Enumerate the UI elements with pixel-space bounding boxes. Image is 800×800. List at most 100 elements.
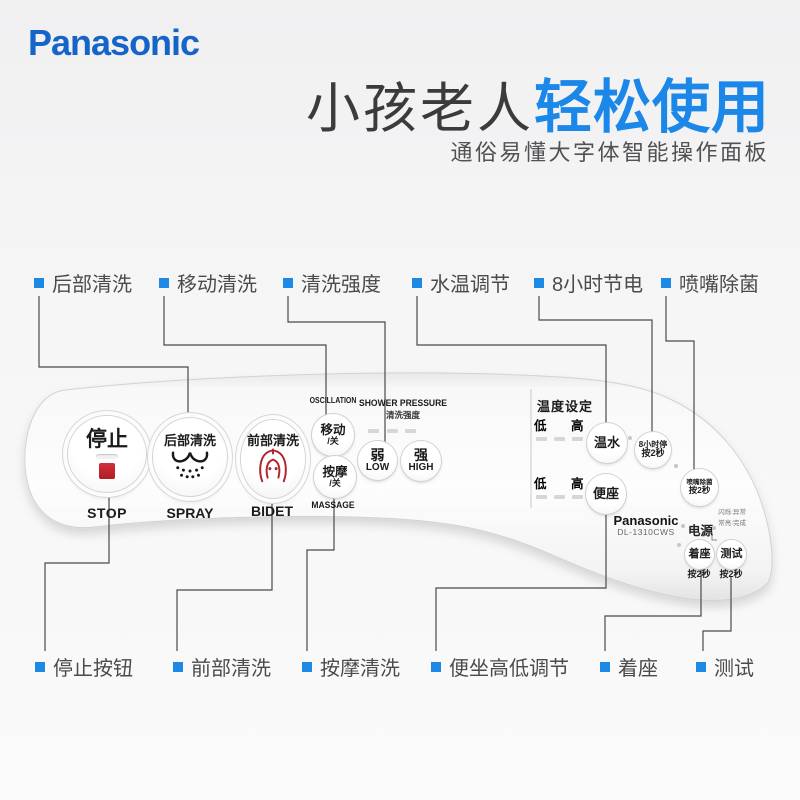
- stop-caption: STOP: [87, 505, 127, 521]
- callout-label: 着座: [618, 658, 658, 680]
- stop-indicator-slot: [96, 454, 118, 460]
- oscillation-heading: OSCILLATION: [309, 395, 357, 405]
- bidet-icon: [259, 448, 287, 483]
- panel-model: DL-1310CWS: [617, 527, 675, 537]
- callout-label: 后部清洗: [52, 274, 132, 296]
- bullet-square: [283, 277, 293, 288]
- eco-button-sub: 按2秒: [641, 448, 665, 459]
- callout-line-seated: [604, 567, 702, 651]
- test-button-label: 测试: [720, 547, 743, 560]
- power-label: 电源: [688, 524, 714, 538]
- massage-heading: MASSAGE: [311, 500, 355, 511]
- bullet-square: [173, 661, 183, 672]
- callout-water-temp: 水温调节: [412, 268, 510, 297]
- level-bar: [572, 495, 583, 499]
- callout-label: 前部清洗: [191, 658, 271, 680]
- headline-normal: 小孩老人: [305, 79, 534, 139]
- temp-low-label: 低: [534, 477, 547, 491]
- callout-test: 测试: [696, 652, 754, 681]
- callout-line-rear-wash: [38, 296, 189, 425]
- power-note-steady: 常亮:完成: [718, 520, 746, 527]
- nozzle-button-sub: 按2秒: [688, 485, 711, 496]
- level-bar: [368, 429, 379, 433]
- callout-lines: [38, 296, 732, 651]
- oscillation-toggle: /关: [327, 435, 339, 446]
- callout-seat-height: 便坐高低调节: [431, 652, 569, 681]
- seat-temp-button: 便座: [586, 474, 626, 514]
- level-bar: [405, 429, 416, 433]
- callout-line-eco: [538, 296, 653, 434]
- callout-label: 水温调节: [430, 274, 510, 296]
- stop-button-label: 停止: [86, 427, 128, 451]
- callout-line-massage: [306, 496, 335, 651]
- spray-icon: [171, 451, 209, 479]
- power-notes: 闪烁:异常 常亮:完成: [704, 507, 746, 529]
- brand-logo: Panasonic: [28, 22, 200, 63]
- massage-toggle: /关: [329, 477, 341, 488]
- pressure-heading: SHOWER PRESSURE: [359, 398, 447, 409]
- spray-caption: SPRAY: [166, 505, 214, 521]
- callout-line-nozzle: [665, 296, 695, 470]
- bullet-square: [534, 277, 544, 288]
- power-connector: [711, 532, 717, 541]
- temperature-heading: 温度设定: [537, 399, 594, 414]
- temp-high-label: 高: [571, 419, 584, 433]
- pressure-high-label: 强: [414, 447, 428, 464]
- led-dot: [677, 543, 681, 547]
- water-temp-label: 温水: [593, 435, 620, 451]
- callout-label: 移动清洗: [177, 274, 257, 296]
- led-dot: [628, 436, 632, 440]
- callout-label: 停止按钮: [53, 658, 133, 680]
- callout-label: 测试: [714, 658, 754, 680]
- callout-front-wash: 前部清洗: [173, 652, 271, 681]
- headline-highlight: 轻松使用: [533, 75, 770, 140]
- seat-temp-label: 便座: [592, 486, 619, 502]
- callout-line-move-wash: [163, 296, 327, 417]
- callout-stop-button: 停止按钮: [35, 652, 133, 681]
- callout-line-front-wash: [176, 490, 273, 651]
- water-temp-button: 温水: [587, 423, 627, 463]
- bidet-button-label: 前部清洗: [246, 433, 299, 449]
- led-dot: [681, 524, 685, 528]
- massage-button: 按摩 /关: [314, 456, 356, 498]
- oscillation-button: 移动 /关: [312, 414, 354, 456]
- bullet-square: [159, 277, 169, 288]
- led-dot: [674, 464, 678, 468]
- bullet-square: [600, 661, 610, 672]
- bullet-square: [696, 661, 706, 672]
- callout-label: 便坐高低调节: [449, 658, 569, 680]
- pressure-low-caption: LOW: [365, 461, 390, 473]
- seated-button-sub: 按2秒: [687, 569, 711, 579]
- pressure-low-label: 弱: [370, 446, 385, 463]
- pressure-high-button: 强 HIGH: [401, 441, 441, 481]
- callout-line-stop: [44, 479, 110, 651]
- led-dot: [712, 526, 716, 530]
- headline: 小孩老人轻松使用: [306, 60, 770, 144]
- callout-line-pressure: [287, 296, 386, 446]
- callout-label: 8小时节电: [552, 274, 644, 296]
- callout-line-test: [702, 576, 732, 651]
- callout-pressure: 清洗强度: [283, 268, 381, 297]
- spray-button: 后部清洗: [153, 418, 227, 496]
- callout-massage-wash: 按摩清洗: [302, 652, 400, 681]
- bullet-square: [34, 277, 44, 288]
- stop-button: 停止: [68, 416, 146, 492]
- power-note-blink: 闪烁:异常: [718, 509, 746, 516]
- callout-label: 按摩清洗: [320, 658, 400, 680]
- level-bar: [554, 437, 565, 441]
- level-bar: [387, 429, 398, 433]
- pressure-subheading: 清洗强度: [385, 410, 421, 420]
- bullet-square: [431, 661, 441, 672]
- nozzle-button: 喷嘴除菌 按2秒: [681, 469, 718, 506]
- level-bar: [554, 495, 565, 499]
- bullet-square: [661, 277, 671, 288]
- callout-move-wash: 移动清洗: [159, 268, 257, 297]
- eco-button: 8小时停 按2秒: [635, 432, 671, 468]
- level-bar: [536, 495, 547, 499]
- seated-button: 着座: [685, 540, 714, 569]
- bidet-caption: BIDET: [251, 503, 293, 519]
- eco-button-label: 8小时停: [638, 440, 668, 450]
- callout-line-seat-height: [435, 513, 607, 651]
- stop-red-square: [99, 463, 115, 480]
